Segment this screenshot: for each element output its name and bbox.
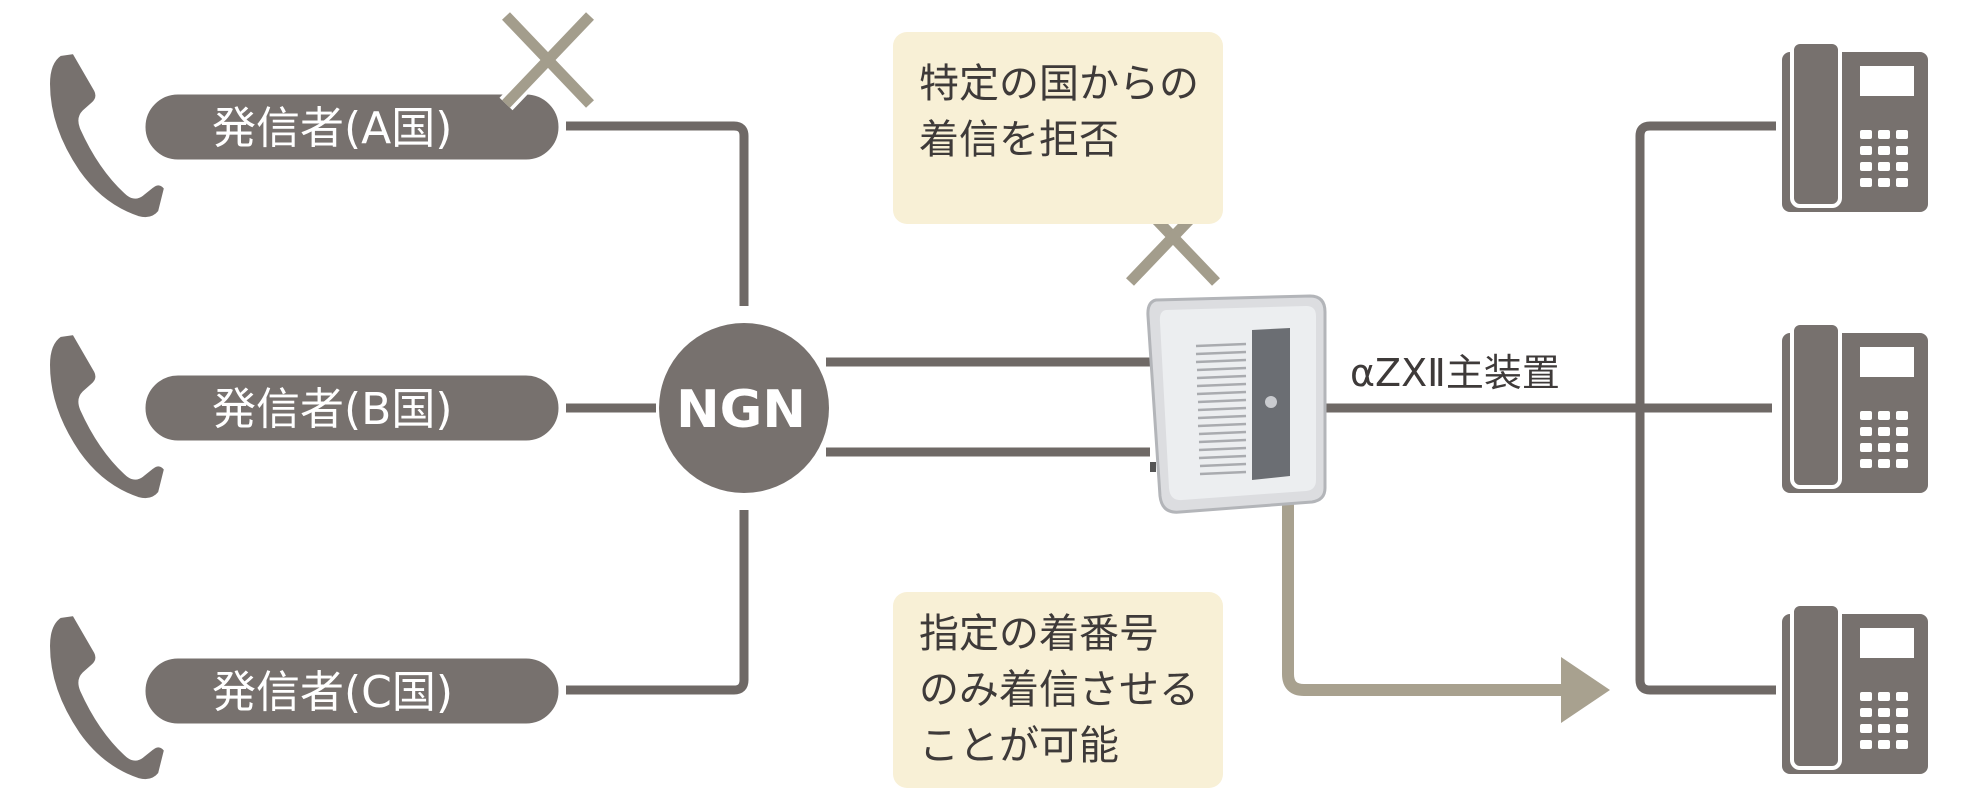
handset-icon <box>46 331 168 503</box>
caller-pills <box>142 91 562 727</box>
caller-c-pill <box>142 655 562 727</box>
line-caller-a-to-ngn <box>566 121 749 306</box>
connection-lines <box>566 121 1776 695</box>
reject-note-line: 特定の国からの <box>919 61 1199 107</box>
handset-icons <box>46 50 168 784</box>
line-caller-c-to-ngn <box>566 510 749 695</box>
desk-phones <box>1782 40 1928 774</box>
allow-note-line: のみ着信させる <box>919 667 1199 713</box>
desk-phone-icon <box>1782 602 1928 774</box>
desk-phone-icon <box>1782 40 1928 212</box>
route-arrow <box>1282 486 1610 723</box>
desk-phone-icon <box>1782 321 1928 493</box>
reject-note-line: 着信を拒否 <box>919 117 1119 163</box>
caller-b-label: 発信者(B国) <box>212 384 453 435</box>
handset-icon <box>46 50 168 222</box>
handset-icon <box>46 612 168 784</box>
caller-a-pill <box>142 91 562 163</box>
caller-b-pill <box>142 372 562 444</box>
reject-note: 特定の国からの 着信を拒否 <box>893 32 1223 224</box>
allow-note-line: 指定の着番号 <box>919 611 1159 657</box>
line-phone-bus <box>1635 121 1776 695</box>
caller-c-label: 発信者(C国) <box>212 667 454 718</box>
pbx-unit-icon <box>1146 294 1327 514</box>
allow-note: 指定の着番号 のみ着信させる ことが可能 <box>893 592 1223 788</box>
caller-a-label: 発信者(A国) <box>212 103 453 154</box>
allow-note-line: ことが可能 <box>919 723 1119 769</box>
device-label: αZXⅡ主装置 <box>1350 351 1560 395</box>
x-mark-icon <box>499 9 597 111</box>
ngn-node <box>659 323 829 493</box>
ngn-label: NGN <box>676 380 806 440</box>
arrow-right-icon <box>1561 657 1610 723</box>
